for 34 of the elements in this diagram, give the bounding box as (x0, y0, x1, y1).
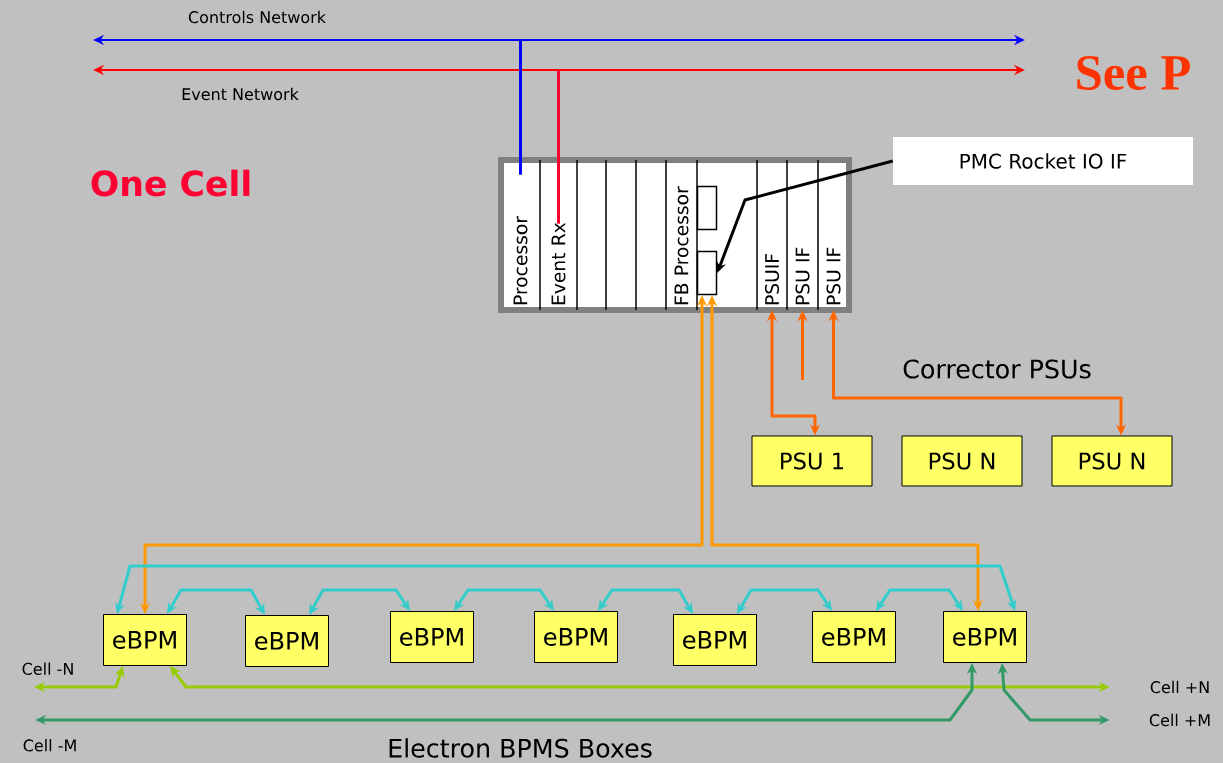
slot-label: Processor (513, 216, 528, 305)
network-label: Controls Network (188, 10, 326, 24)
cell-label: Cell -M (23, 739, 76, 752)
device-box: eBPM (943, 611, 1027, 663)
network-label: Event Network (182, 87, 299, 101)
connector-block (696, 185, 718, 231)
device-box: eBPM (103, 614, 187, 666)
slot-label: PSUIF (764, 254, 780, 305)
slot-label: FB Processor (674, 186, 689, 305)
device-box: eBPM (673, 614, 757, 666)
power-supply-box: PSU N (901, 435, 1023, 487)
device-box: eBPM (812, 611, 896, 663)
connection-line (519, 40, 522, 175)
power-supply-box: PSU N (1051, 435, 1173, 487)
device-box: eBPM (245, 615, 329, 667)
callout-box: PMC Rocket IO IF (893, 137, 1193, 185)
group-label: Corrector PSUs (903, 359, 1091, 379)
cell-label: Cell +N (1150, 680, 1209, 694)
connector-block (696, 250, 718, 296)
device-box: eBPM (390, 611, 474, 663)
power-supply-box: PSU 1 (751, 435, 873, 487)
slot-label: Event Rx (551, 222, 566, 305)
slot-label: PSU IF (826, 247, 841, 305)
arrow (876, 588, 963, 611)
cell-label: Cell -N (22, 662, 73, 675)
crate-frame (498, 157, 852, 313)
slot-label: PSU IF (795, 247, 810, 305)
device-box: eBPM (534, 611, 618, 663)
heading: One Cell (91, 169, 250, 197)
arrow (454, 588, 554, 611)
cell-label: Cell +M (1149, 713, 1210, 727)
heading: See P (1077, 56, 1190, 91)
connection-line (557, 70, 560, 224)
group-label: Electron BPMS Boxes (389, 738, 652, 758)
